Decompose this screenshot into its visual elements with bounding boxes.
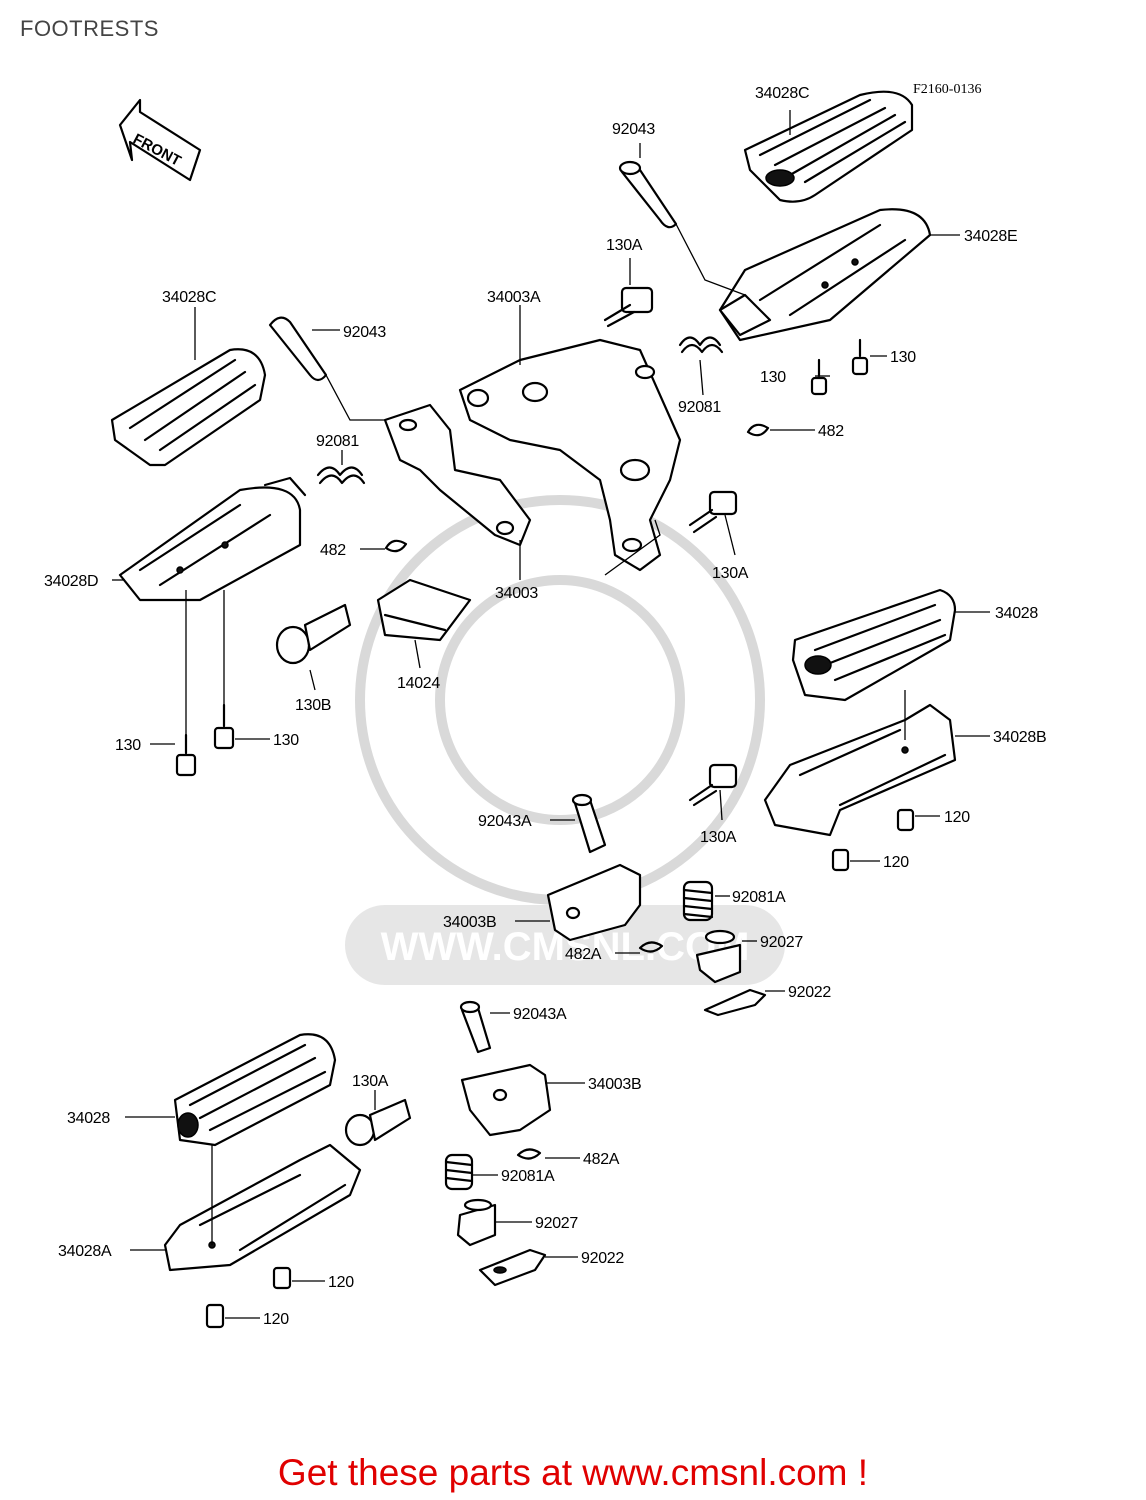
label-34003b-mid: 34003B — [443, 914, 496, 931]
bolt-130b — [275, 603, 352, 665]
pin-92043a-mid — [571, 793, 607, 854]
footrest-34028d — [118, 476, 307, 602]
label-92027-low: 92027 — [535, 1215, 578, 1232]
spring-92081-right — [678, 336, 724, 354]
label-92081-left: 92081 — [316, 433, 359, 450]
clip-482a-low — [516, 1148, 542, 1160]
label-34028c-top: 34028C — [755, 85, 809, 102]
washer-92022-mid — [703, 988, 767, 1017]
bracket-34003 — [383, 403, 532, 547]
label-130b: 130B — [295, 697, 331, 714]
bracket-34003b-mid — [546, 863, 642, 942]
washer-92022-low — [478, 1248, 547, 1287]
spring-92081a-mid — [682, 880, 714, 922]
label-92027-mid: 92027 — [760, 934, 803, 951]
bolt-120-left-pair — [205, 1266, 292, 1329]
label-92043-left: 92043 — [343, 324, 386, 341]
label-482-right: 482 — [818, 423, 844, 440]
front-arrow-icon: FRONT — [118, 98, 202, 182]
label-92022-low: 92022 — [581, 1250, 624, 1267]
rubber-pad-34028-right — [791, 588, 957, 702]
label-92081-right: 92081 — [678, 399, 721, 416]
footrest-34028b — [763, 703, 957, 837]
label-34028e: 34028E — [964, 228, 1017, 245]
label-482-left: 482 — [320, 542, 346, 559]
label-130a-lower: 130A — [700, 829, 737, 846]
bolt-130a-mid — [688, 490, 738, 534]
label-130-left-2: 130 — [273, 732, 299, 749]
collar-92027-low — [456, 1198, 497, 1247]
label-482a-low: 482A — [583, 1151, 620, 1168]
label-34028c-left: 34028C — [162, 289, 216, 306]
rubber-pad-34028c-left — [110, 348, 267, 467]
label-34028a: 34028A — [58, 1243, 112, 1260]
collar-92027-mid — [695, 929, 742, 984]
label-92081a-mid: 92081A — [732, 889, 786, 906]
cover-14024 — [376, 578, 472, 642]
clip-482a-mid — [638, 941, 664, 953]
pin-92043-top — [618, 160, 678, 229]
footrest-34028e — [718, 208, 932, 342]
leader-lines — [112, 110, 990, 1319]
label-34003: 34003 — [495, 585, 538, 602]
bolt-130a-top — [603, 286, 654, 328]
label-34003a: 34003A — [487, 289, 541, 306]
label-92043a-mid: 92043A — [478, 813, 532, 830]
bracket-34003a — [458, 338, 682, 572]
label-120-right-2: 120 — [883, 854, 909, 871]
footrest-34028a — [163, 1143, 362, 1272]
label-130a-top: 130A — [606, 237, 643, 254]
bolt-130-right-pair — [810, 338, 869, 396]
diagram-code: F2160-0136 — [913, 82, 981, 97]
label-14024: 14024 — [397, 675, 440, 692]
label-34028-left: 34028 — [67, 1110, 110, 1127]
rubber-pad-34028c-top — [743, 90, 914, 203]
label-34028d: 34028D — [44, 573, 98, 590]
label-130a-bottom: 130A — [352, 1073, 389, 1090]
part-labels: 34028C 92043 34028E 130A 34003A 34028C 9… — [44, 85, 1047, 1328]
label-120-right-1: 120 — [944, 809, 970, 826]
label-92081a-low: 92081A — [501, 1168, 555, 1185]
clip-482-right — [746, 423, 770, 437]
spring-92081a-low — [444, 1153, 474, 1191]
label-34028-right: 34028 — [995, 605, 1038, 622]
label-34003b-low: 34003B — [588, 1076, 641, 1093]
rubber-pad-34028-left — [173, 1033, 337, 1147]
pin-92043a-low — [459, 1000, 492, 1054]
label-92022-mid: 92022 — [788, 984, 831, 1001]
label-92043a-low: 92043A — [513, 1006, 567, 1023]
bolt-120-right-pair — [831, 808, 915, 872]
label-482a-mid: 482A — [565, 946, 602, 963]
page-title: FOOTRESTS — [20, 16, 159, 41]
bolt-130a-lower — [688, 763, 738, 807]
label-120-left-1: 120 — [328, 1274, 354, 1291]
clip-482-left — [384, 539, 408, 553]
label-34028b: 34028B — [993, 729, 1046, 746]
footer-link-text[interactable]: Get these parts at www.cmsnl.com ! — [277, 1452, 869, 1493]
label-130a-mid: 130A — [712, 565, 749, 582]
label-130-left-1: 130 — [115, 737, 141, 754]
pin-92043-left — [268, 316, 328, 382]
label-92043-top: 92043 — [612, 121, 655, 138]
label-120-left-2: 120 — [263, 1311, 289, 1328]
label-130-right-1: 130 — [890, 349, 916, 366]
bracket-34003b-low — [460, 1063, 552, 1137]
label-130-right-2: 130 — [760, 369, 786, 386]
spring-92081-left — [316, 466, 366, 485]
bolt-130a-bottom — [344, 1098, 412, 1147]
